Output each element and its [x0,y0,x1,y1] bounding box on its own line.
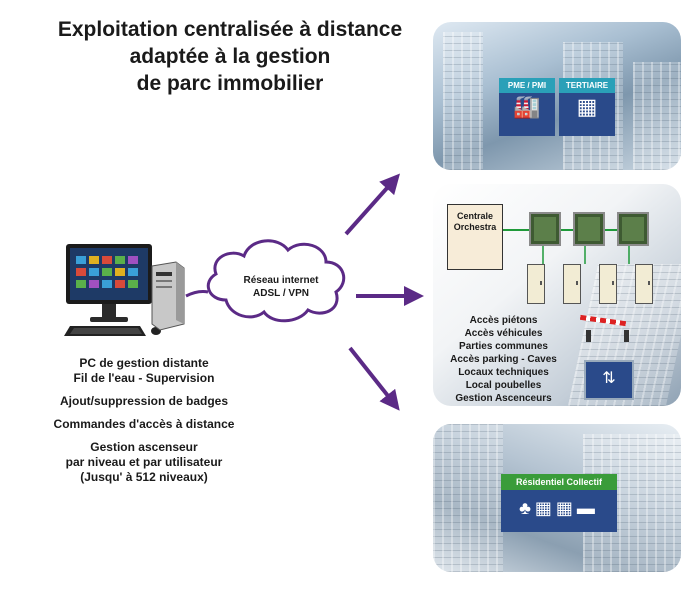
door-icon [563,264,581,304]
door-icon [635,264,653,304]
access-list: Accès piétons Accès véhicules Parties co… [446,314,561,405]
building-background [433,424,503,572]
door-icon [599,264,617,304]
cloud-line-1: Réseau internet [243,275,319,286]
list-item: Locaux techniques [458,367,549,378]
title-line-3: de parc immobilier [136,72,324,95]
sign-residential: Résidentiel Collectif ♣▦▦▬ [501,474,617,532]
building-background [443,32,483,170]
cloud-label: Réseau internet ADSL / VPN [222,274,340,300]
list-item: Accès véhicules [464,328,543,339]
panel-access-control: Centrale Orchestra [433,184,681,406]
arrow-to-top-panel [344,173,400,236]
panel-residential: Résidentiel Collectif ♣▦▦▬ [433,424,681,572]
title-line-1: Exploitation centralisée à distance [57,18,403,41]
apartment-building-icon: ▦ [555,498,577,518]
office-building-icon: ▦ [576,94,598,119]
tree-icon: ♣ [519,498,535,518]
access-board-icon [573,212,605,246]
pc-block-remote-commands: Commandes d'accès à distance [53,417,235,431]
sign-pme-pmi: PME / PMI 🏭 [499,78,555,136]
pc-block-badges: Ajout/suppression de badges [59,394,229,408]
pc-block-elevator: Gestion ascenseur par niveau et par util… [65,440,223,484]
access-board-icon [617,212,649,246]
arrow-to-bottom-panel [348,346,400,411]
desktop-pc-icon [64,244,185,336]
controller-orchestra: Centrale Orchestra [447,204,503,270]
barrier-post [586,330,591,342]
list-item: Gestion Ascenceurs [455,393,552,404]
title-line-2: adaptée à la gestion [129,45,331,68]
panel-tertiary: PME / PMI 🏭 TERTIAIRE ▦ [433,22,681,170]
list-item: Accès piétons [469,315,538,326]
door-icon [527,264,545,304]
cloud-line-2: ADSL / VPN [253,288,309,299]
pc-block-management: PC de gestion distante Fil de l'eau - Su… [73,356,215,385]
list-item: Accès parking - Caves [450,354,557,365]
list-item: Parties communes [459,341,548,352]
cloud-icon [206,239,346,323]
page-title: Exploitation centralisée à distance adap… [40,16,420,97]
factory-icon: 🏭 [513,94,541,119]
apartment-building-icon: ▦ [534,498,556,518]
elevator-icon: ⇅ [584,360,634,400]
barrier-post [624,330,629,342]
sign-tertiaire: TERTIAIRE ▦ [559,78,615,136]
pc-features: PC de gestion distante Fil de l'eau - Su… [14,356,274,493]
list-item: Local poubelles [465,380,542,391]
access-board-icon [529,212,561,246]
car-icon: ▬ [576,498,599,518]
building-background [633,62,681,170]
